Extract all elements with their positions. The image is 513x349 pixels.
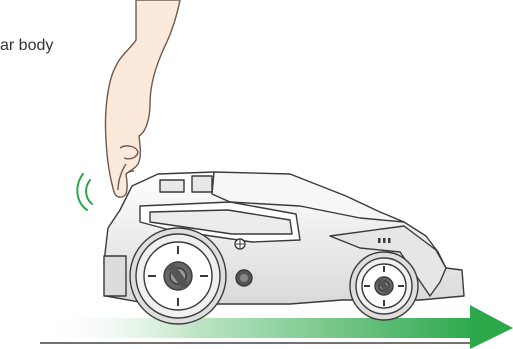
robot-mower-icon [104,172,464,324]
front-wheel-icon [350,252,418,320]
motion-arrow-icon [40,305,513,349]
hand-icon [105,0,180,197]
signal-wave-icon [77,174,92,210]
rear-wheel-icon [130,228,226,324]
